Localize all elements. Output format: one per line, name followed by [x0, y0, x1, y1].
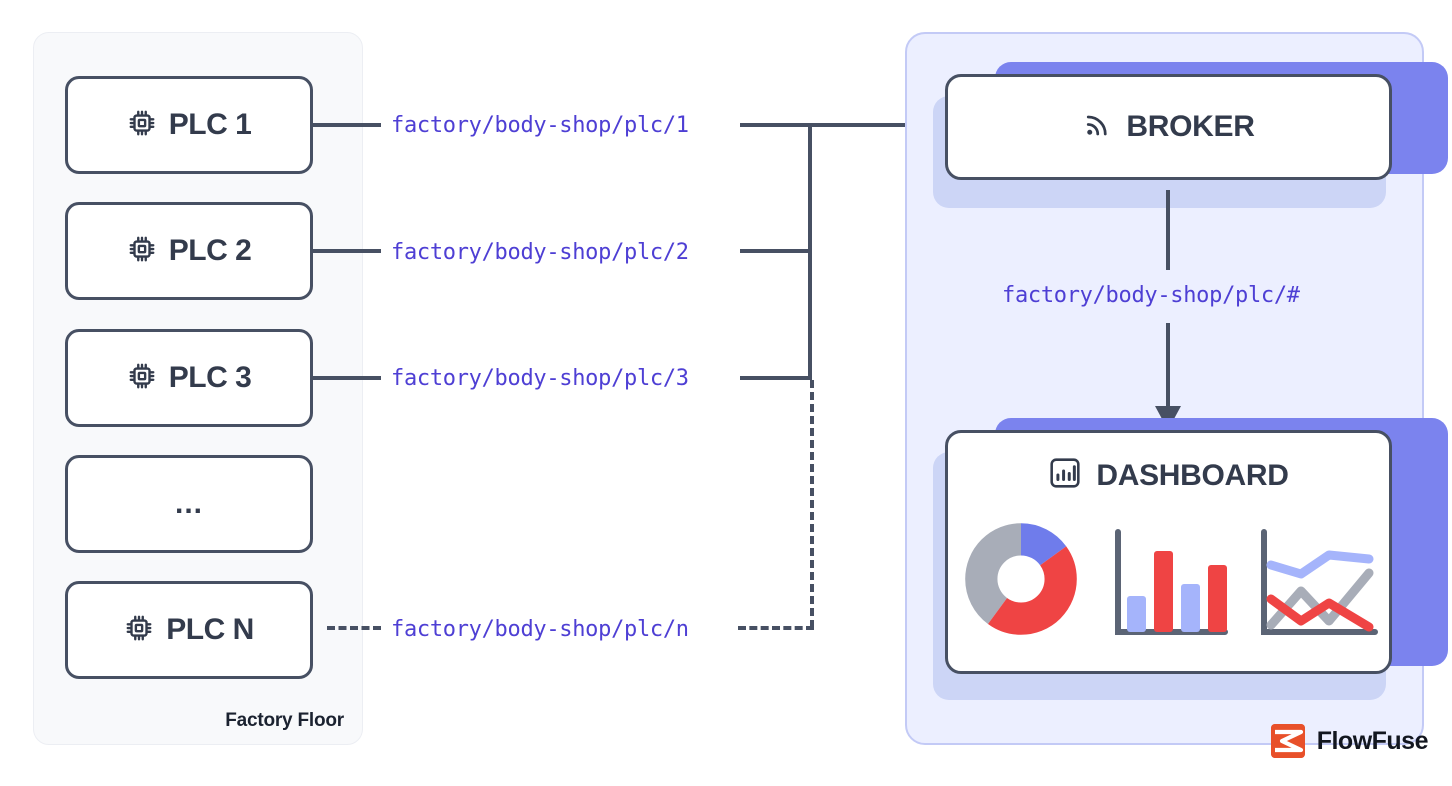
bus-vertical-dashed: [810, 380, 814, 628]
plc-box-n[interactable]: PLC N: [65, 581, 313, 679]
wire-plc2-left: [313, 249, 381, 253]
chip-icon: [124, 613, 154, 648]
topic-label-plcn: factory/body-shop/plc/n: [391, 617, 689, 642]
topic-label-plc1: factory/body-shop/plc/1: [391, 113, 689, 138]
topic-label-plc3: factory/body-shop/plc/3: [391, 366, 689, 391]
bus-vertical-solid: [808, 123, 812, 380]
wire-plc2-right: [740, 249, 812, 253]
wire-plc1-left: [313, 123, 381, 127]
flowfuse-logo-icon: [1270, 724, 1305, 758]
factory-floor-label: Factory Floor: [225, 710, 344, 731]
wire-plcn-right: [738, 626, 814, 630]
subscribe-topic-label: factory/body-shop/plc/#: [1002, 283, 1300, 308]
wire-broker-down-top: [1166, 190, 1170, 270]
dashboard-card[interactable]: DASHBOARD: [933, 418, 1448, 700]
topic-label-plc2: factory/body-shop/plc/2: [391, 240, 689, 265]
chip-icon: [127, 361, 157, 396]
chip-icon: [127, 108, 157, 143]
dashboard-header: DASHBOARD: [1048, 456, 1289, 495]
broker-card[interactable]: BROKER: [933, 62, 1448, 208]
broker-face: BROKER: [945, 74, 1392, 180]
donut-chart: [964, 523, 1077, 635]
plc-box-3[interactable]: PLC 3: [65, 329, 313, 427]
bar-chart: [1114, 529, 1228, 635]
ellipsis-label: ...: [174, 487, 203, 520]
dashboard-title: DASHBOARD: [1096, 458, 1289, 492]
plc-box-2[interactable]: PLC 2: [65, 202, 313, 300]
line-chart: [1260, 529, 1378, 635]
wire-plc3-right: [740, 376, 812, 380]
bar-chart-icon: [1048, 456, 1082, 495]
plc-label: PLC 3: [168, 361, 252, 394]
wire-broker-down-bottom: [1166, 323, 1170, 410]
wire-plc1-right: [740, 123, 930, 127]
plc-label: PLC N: [166, 613, 254, 646]
dashboard-face: DASHBOARD: [945, 430, 1392, 674]
broadcast-icon: [1082, 110, 1112, 145]
wire-plc3-left: [313, 376, 381, 380]
chip-icon: [127, 234, 157, 269]
plc-label: PLC 2: [168, 234, 252, 267]
flowfuse-wordmark: FlowFuse: [1316, 726, 1429, 755]
wire-plcn-left: [327, 626, 381, 630]
broker-title: BROKER: [1126, 110, 1255, 143]
plc-box-1[interactable]: PLC 1: [65, 76, 313, 174]
dashboard-charts: [959, 517, 1379, 641]
flowfuse-brand: FlowFuse: [1270, 724, 1429, 758]
plc-label: PLC 1: [168, 108, 252, 141]
plc-box-ellipsis: ...: [65, 455, 313, 553]
